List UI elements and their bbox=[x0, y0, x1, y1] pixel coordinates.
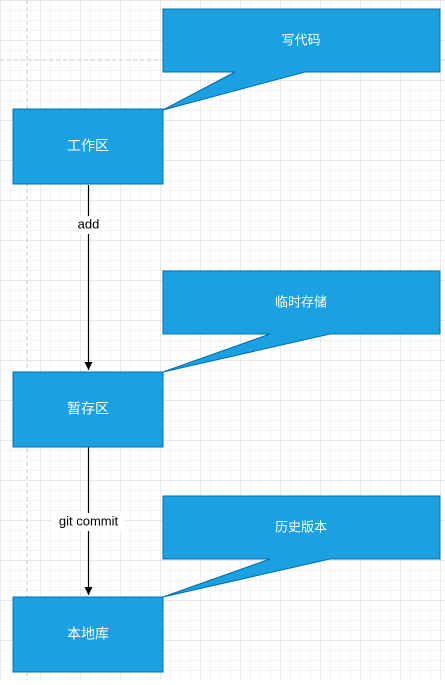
callout-shape bbox=[162, 270, 441, 373]
edge-label: git commit bbox=[59, 513, 119, 528]
callout-staging-note[interactable]: 临时存储 bbox=[162, 270, 441, 373]
callout-workspace-note[interactable]: 写代码 bbox=[162, 8, 441, 111]
node-local-repo[interactable]: 本地库 bbox=[12, 596, 164, 673]
edge-label-background bbox=[52, 513, 125, 531]
callout-shape bbox=[162, 495, 441, 598]
callout-label: 历史版本 bbox=[275, 519, 327, 534]
edge-git-commit[interactable]: git commit bbox=[52, 447, 125, 595]
callout-shape bbox=[162, 8, 441, 111]
node-box bbox=[12, 108, 164, 185]
node-box bbox=[12, 371, 164, 448]
callout-label: 临时存储 bbox=[275, 294, 327, 309]
edge-label: add bbox=[78, 216, 100, 231]
node-label: 暂存区 bbox=[67, 401, 109, 417]
edge-label-background bbox=[78, 216, 99, 234]
node-box bbox=[12, 596, 164, 673]
node-staging[interactable]: 暂存区 bbox=[12, 371, 164, 448]
node-label: 工作区 bbox=[67, 138, 109, 154]
node-workspace[interactable]: 工作区 bbox=[12, 108, 164, 185]
callout-label: 写代码 bbox=[281, 32, 320, 47]
callout-local-repo-note[interactable]: 历史版本 bbox=[162, 495, 441, 598]
edge-add[interactable]: add bbox=[78, 185, 100, 370]
node-label: 本地库 bbox=[67, 626, 109, 642]
